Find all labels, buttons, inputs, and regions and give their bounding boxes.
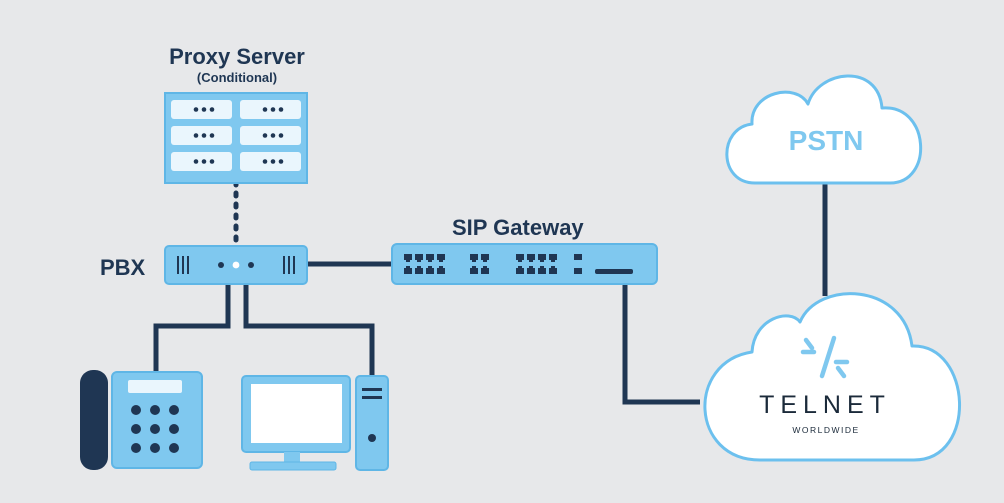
pbx-device (164, 245, 308, 285)
telnet-tagline: WORLDWIDE (792, 425, 859, 435)
ethernet-port-tab (439, 266, 443, 269)
computer-monitor-icon (241, 375, 351, 471)
ethernet-port (516, 268, 524, 274)
telnet-logo-mark-icon (800, 335, 850, 379)
telnet-cloud: TELNET WORLDWIDE (703, 292, 961, 462)
pbx-phone-link (153, 283, 231, 372)
ethernet-port-tab (483, 266, 487, 269)
ethernet-port-tab (406, 259, 410, 262)
ethernet-port (516, 254, 524, 260)
ethernet-port (415, 268, 423, 274)
pbx-computer-link (243, 283, 375, 376)
ethernet-port-tab (428, 266, 432, 269)
ethernet-port (404, 254, 412, 260)
ethernet-port-tab (472, 259, 476, 262)
proxy-server-subtitle: (Conditional) (196, 70, 278, 85)
ethernet-port-tab (551, 266, 555, 269)
ethernet-port-tab (483, 259, 487, 262)
pstn-label: PSTN (789, 125, 864, 156)
ethernet-port-tab (518, 266, 522, 269)
connection-lines (153, 179, 828, 405)
ethernet-port (470, 268, 478, 274)
desk-phone-icon (80, 370, 203, 470)
ethernet-port (415, 254, 423, 260)
ethernet-port-tab (529, 266, 533, 269)
sip-telnet-link (622, 282, 700, 405)
ethernet-port (481, 254, 489, 260)
computer-tower-icon (355, 375, 389, 471)
ethernet-port (549, 254, 557, 260)
ethernet-port (470, 254, 478, 260)
ethernet-port (538, 254, 546, 260)
ethernet-port-tab (529, 259, 533, 262)
proxy-server-title: Proxy Server (169, 44, 305, 69)
ethernet-port-tab (518, 259, 522, 262)
pbx-label: PBX (100, 255, 146, 280)
ethernet-port (549, 268, 557, 274)
ethernet-port-tab (540, 259, 544, 262)
ethernet-port (426, 268, 434, 274)
ethernet-port-tab (540, 266, 544, 269)
ethernet-port-tab (428, 259, 432, 262)
ethernet-port (404, 268, 412, 274)
telnet-wordmark: TELNET (759, 391, 891, 419)
ethernet-port-tab (551, 259, 555, 262)
ethernet-port (574, 254, 582, 260)
ethernet-port-tab (417, 259, 421, 262)
ethernet-port-tab (406, 266, 410, 269)
sip-gateway-label: SIP Gateway (452, 215, 584, 240)
proxy-server-rack (164, 92, 308, 184)
ethernet-port (426, 254, 434, 260)
ethernet-port (538, 268, 546, 274)
ethernet-port (527, 268, 535, 274)
ethernet-port (437, 254, 445, 260)
ethernet-port (481, 268, 489, 274)
ethernet-port (527, 254, 535, 260)
ethernet-port (574, 268, 582, 274)
ethernet-port-tab (439, 259, 443, 262)
ethernet-port (437, 268, 445, 274)
ethernet-port-tab (417, 266, 421, 269)
sip-gateway-switch (391, 243, 658, 285)
pstn-cloud: PSTN (725, 74, 922, 185)
ethernet-port-tab (472, 266, 476, 269)
